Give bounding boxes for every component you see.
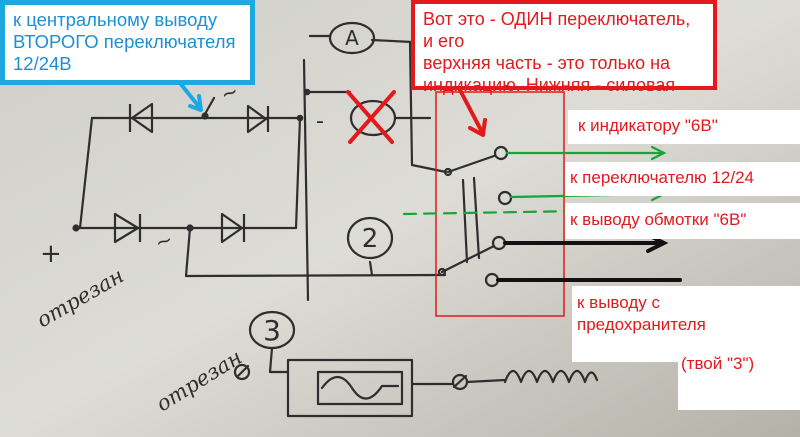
arrow-indicator-head bbox=[650, 145, 667, 161]
fuse-and-coil bbox=[233, 346, 599, 418]
meters bbox=[248, 21, 397, 350]
diode-top-right bbox=[246, 104, 270, 134]
junction-top-ac bbox=[201, 112, 209, 120]
meter2-wire bbox=[368, 260, 374, 277]
upper-lever bbox=[446, 154, 496, 174]
diode-bottom-left bbox=[113, 212, 142, 244]
cyan-callout-text: к центральному выводу ВТОРОГО переключат… bbox=[13, 9, 236, 74]
coil-lead bbox=[465, 378, 507, 384]
right-bridge-wire bbox=[294, 116, 302, 230]
switch-feed bbox=[408, 40, 448, 174]
junction-minus-top bbox=[296, 114, 304, 122]
ac-mark-bottom: ~ bbox=[152, 227, 175, 255]
cut-wire-terminal bbox=[233, 363, 251, 381]
plus-mark: + bbox=[40, 239, 62, 269]
dashed-separator bbox=[402, 208, 640, 216]
lower-pivot bbox=[437, 267, 447, 277]
red-pointer-arrow bbox=[458, 88, 487, 137]
label-indicator-6v: к индикатору "6В" bbox=[578, 116, 718, 135]
red-callout-box: Вот это - ОДИН переключатель, и его верх… bbox=[411, 0, 717, 95]
ammeter-circle bbox=[328, 21, 376, 55]
switch-outline bbox=[435, 91, 565, 317]
lever-link bbox=[461, 176, 481, 264]
ammeter-wire-right bbox=[370, 38, 414, 44]
upper-pivot bbox=[443, 167, 453, 177]
circuit-wiring bbox=[74, 34, 448, 302]
panel-12-24 bbox=[565, 162, 800, 196]
panel-indicator bbox=[568, 110, 800, 144]
label-winding-6v: к выводу обмотки "6В" bbox=[570, 210, 747, 229]
left-bridge-wire bbox=[78, 116, 94, 230]
panel-winding bbox=[565, 203, 800, 239]
ammeter-letter: A bbox=[345, 26, 359, 50]
crossed-out-mark bbox=[346, 90, 396, 144]
fuse-holder-body bbox=[286, 358, 414, 418]
fuse-holder-inner bbox=[316, 370, 404, 406]
label-fuse-output: к выводу с предохранителя bbox=[577, 293, 706, 334]
cyan-callout-box: к центральному выводу ВТОРОГО переключат… bbox=[0, 0, 255, 85]
crossed-lamp-circle bbox=[349, 99, 397, 137]
bottom-rail bbox=[184, 226, 447, 278]
meter-3-letter: 3 bbox=[263, 314, 281, 347]
output-rail bbox=[302, 58, 310, 302]
annotation-panels bbox=[565, 110, 800, 410]
meter-2-circle bbox=[346, 216, 394, 260]
minus-mark: - bbox=[316, 109, 324, 134]
red-callout-text: Вот это - ОДИН переключатель, и его верх… bbox=[423, 9, 691, 95]
meter-2-letter: 2 bbox=[362, 224, 379, 254]
diodes bbox=[113, 102, 270, 244]
junction-dots bbox=[72, 88, 311, 232]
fuse-wire bbox=[320, 375, 400, 400]
ac-mark-top: ~ bbox=[218, 78, 242, 106]
label-yours-3: (твой "3") bbox=[681, 354, 755, 373]
junction-rail bbox=[303, 88, 311, 96]
diode-top-left bbox=[128, 102, 154, 134]
lower-lever bbox=[440, 244, 496, 274]
ac-tap-top bbox=[203, 96, 216, 116]
meter3-wire bbox=[268, 346, 290, 374]
coil-winding bbox=[503, 369, 599, 384]
junction-plus bbox=[72, 224, 80, 232]
panel-yours bbox=[678, 346, 800, 410]
junction-bottom-ac bbox=[186, 224, 194, 232]
diode-bottom-right bbox=[220, 212, 246, 244]
label-switch-12-24: к переключателю 12/24 bbox=[570, 168, 755, 187]
